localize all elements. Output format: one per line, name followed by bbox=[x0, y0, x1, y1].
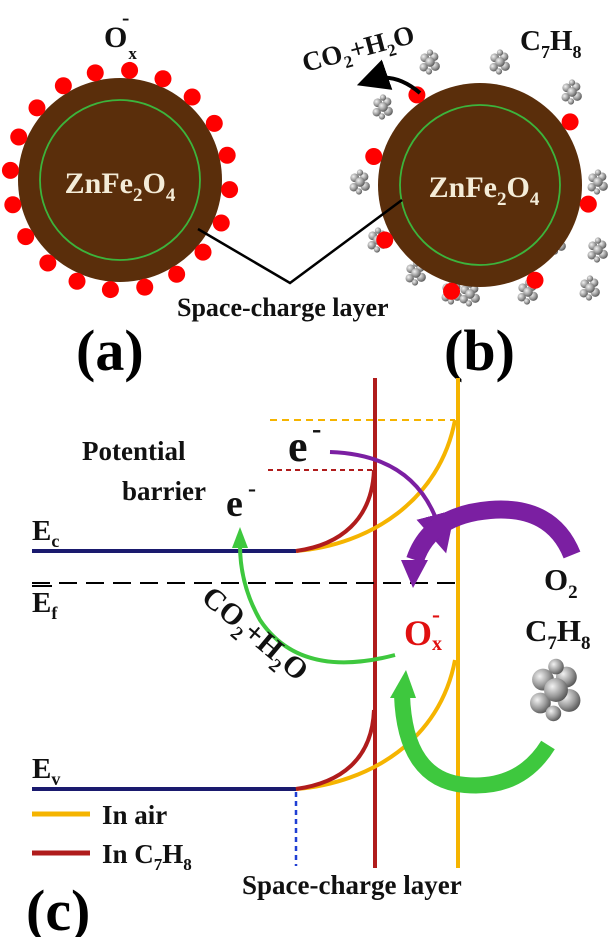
oxygen-dot bbox=[136, 278, 154, 296]
legend: In air In C7H8 bbox=[32, 800, 192, 874]
panel-a-adsorbed-oxygen-label: Ox - bbox=[104, 5, 137, 63]
legend-air-label: In air bbox=[102, 800, 167, 830]
toluene-molecule-icon bbox=[530, 658, 581, 722]
oxygen-dot bbox=[376, 231, 394, 249]
oxygen-dot bbox=[28, 99, 46, 117]
svg-text:e: e bbox=[226, 483, 243, 525]
panel-a-label: (a) bbox=[76, 318, 144, 383]
svg-text:Ox: Ox bbox=[104, 21, 137, 63]
conduction-band-toluene bbox=[295, 469, 376, 553]
oxygen-dot bbox=[443, 282, 461, 300]
oxygen-dot bbox=[561, 113, 579, 131]
toluene-molecule bbox=[579, 275, 600, 301]
toluene-oxidation-arc bbox=[394, 694, 555, 794]
panel-b-label: (b) bbox=[444, 318, 515, 383]
panel-c: Potential barrier e - e - Ec Ef Ev O2 O … bbox=[26, 378, 591, 937]
space-charge-pointer: Space-charge layer bbox=[177, 198, 403, 322]
oxygen-dot bbox=[408, 86, 426, 104]
toluene-molecule bbox=[372, 94, 393, 120]
svg-text:-: - bbox=[122, 5, 129, 30]
particle-a-ring bbox=[39, 99, 201, 261]
oxygen-dot bbox=[10, 128, 28, 146]
valence-band-toluene bbox=[295, 709, 376, 791]
oxygen-dot bbox=[4, 196, 22, 214]
oxygen-dot bbox=[365, 148, 383, 166]
electron-label-lower: e - bbox=[226, 476, 256, 525]
c7h8-label: C7H8 bbox=[525, 613, 591, 654]
oxygen-dot bbox=[221, 181, 239, 199]
particle-b-label: ZnFe2O4 bbox=[429, 171, 540, 210]
panel-a: Ox - ZnFe2O4 (a) bbox=[1, 5, 239, 383]
space-charge-label-bottom: Space-charge layer bbox=[242, 870, 462, 900]
svg-text:x: x bbox=[432, 633, 442, 655]
oxygen-dot bbox=[121, 61, 139, 79]
particle-a bbox=[18, 78, 222, 282]
toluene-molecule bbox=[587, 237, 608, 263]
toluene-molecule bbox=[561, 79, 582, 105]
electron-return-arrow bbox=[238, 544, 396, 665]
toluene-oxidation-arrowhead bbox=[390, 670, 416, 698]
conduction-band-air bbox=[295, 419, 457, 553]
particle-b-ring bbox=[399, 104, 561, 266]
release-arrow-b bbox=[356, 59, 422, 95]
oxygen-dot bbox=[194, 243, 212, 261]
space-charge-label-top: Space-charge layer bbox=[177, 293, 389, 322]
electron-transfer-arrow bbox=[329, 450, 456, 554]
oxygen-dots-a bbox=[1, 61, 239, 299]
toluene-molecule bbox=[419, 49, 440, 75]
electron-label-upper: e - bbox=[288, 414, 321, 471]
ev-label: Ev bbox=[32, 753, 60, 789]
ec-label: Ec bbox=[32, 515, 59, 551]
panel-b: ZnFe2O4 CO2+H2O C7H8 (b) bbox=[299, 19, 608, 383]
svg-text:Ef: Ef bbox=[32, 587, 58, 623]
electron-return-arrowhead bbox=[232, 527, 248, 548]
oxygen-dot bbox=[39, 254, 57, 272]
product-label-b: CO2+H2O bbox=[299, 19, 419, 83]
oxygen-dot bbox=[54, 77, 72, 95]
oxygen-dot bbox=[526, 271, 544, 289]
oxygen-dot bbox=[205, 114, 223, 132]
oxygen-reduction-arrowhead bbox=[401, 560, 428, 588]
svg-text:-: - bbox=[312, 414, 321, 445]
oxygen-dot bbox=[86, 64, 104, 82]
toluene-molecule bbox=[349, 169, 370, 195]
oxygen-dot bbox=[17, 228, 35, 246]
oxygen-dot bbox=[168, 265, 186, 283]
oxygen-dot bbox=[212, 214, 230, 232]
toluene-molecule bbox=[489, 49, 510, 75]
panel-c-label: (c) bbox=[26, 878, 90, 937]
oxygen-dot bbox=[579, 195, 597, 213]
potential-barrier-label-1: Potential bbox=[82, 436, 186, 466]
legend-toluene-label: In C7H8 bbox=[102, 839, 192, 874]
particle-a-label: ZnFe2O4 bbox=[65, 167, 176, 206]
ox-label: O - x bbox=[404, 602, 442, 655]
toluene-molecule bbox=[587, 169, 608, 195]
co2h2o-label: CO2+H2O bbox=[192, 580, 315, 692]
svg-text:-: - bbox=[248, 476, 256, 502]
oxygen-reduction-arc bbox=[406, 500, 581, 564]
particle-b bbox=[378, 83, 582, 287]
oxygen-dot bbox=[68, 272, 86, 290]
svg-text:O: O bbox=[404, 613, 432, 653]
oxygen-dot bbox=[218, 146, 236, 164]
svg-text:e: e bbox=[288, 422, 308, 471]
potential-barrier-label-2: barrier bbox=[122, 476, 206, 506]
oxygen-dot bbox=[183, 88, 201, 106]
oxygen-dot bbox=[101, 281, 119, 299]
oxygen-dot bbox=[154, 70, 172, 88]
ef-label: Ef bbox=[32, 585, 58, 623]
gas-label-b: C7H8 bbox=[520, 25, 582, 62]
oxygen-dots-b bbox=[365, 86, 597, 300]
oxygen-dot bbox=[1, 161, 19, 179]
o2-label: O2 bbox=[544, 562, 578, 603]
valence-band-air bbox=[295, 659, 457, 791]
svg-text:-: - bbox=[432, 602, 440, 628]
